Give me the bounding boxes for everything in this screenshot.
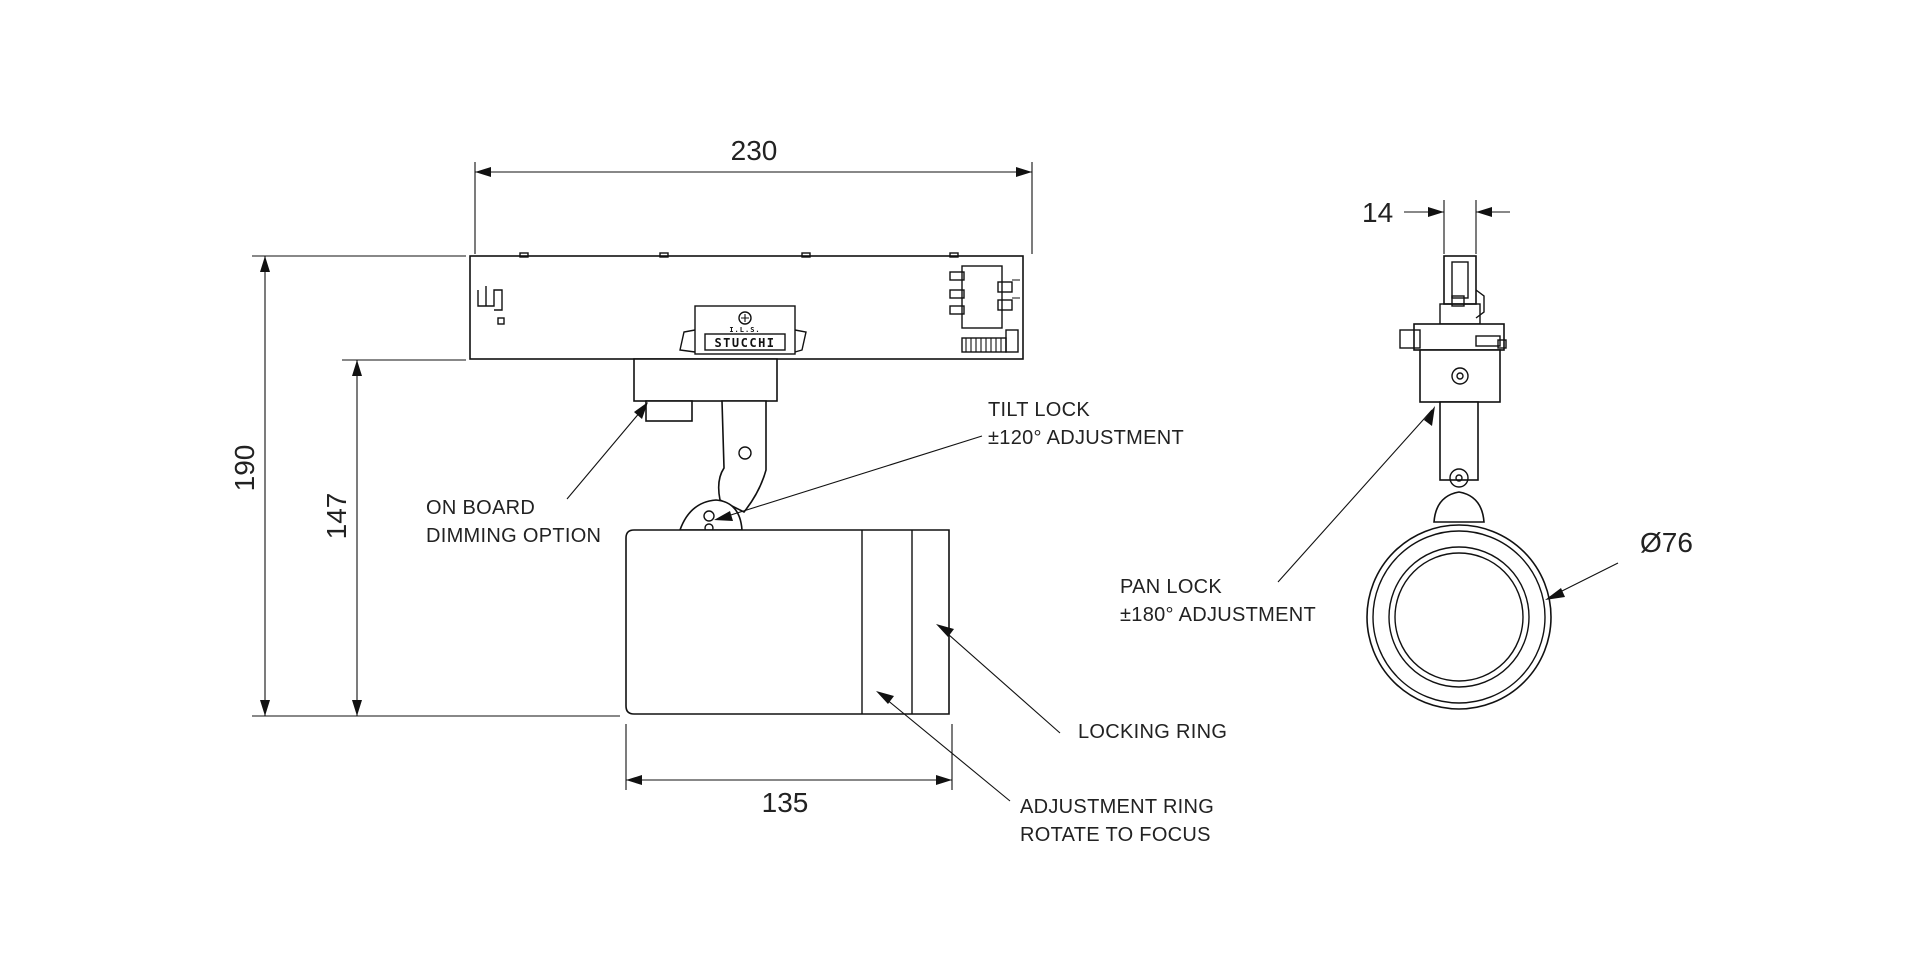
- callout-on-board-dimming: ON BOARD DIMMING OPTION: [426, 402, 648, 547]
- tilt-lock-label-line2: ±120° ADJUSTMENT: [988, 427, 1184, 449]
- front-lens: [1366, 524, 1552, 710]
- tilt-arm: [678, 400, 767, 533]
- pan-lock-label-line1: PAN LOCK: [1120, 576, 1222, 598]
- track-adapter: STUCCHI I.L.S.: [469, 252, 1024, 360]
- on-board-label-line2: DIMMING OPTION: [426, 525, 601, 547]
- dim-diameter-label: Ø76: [1640, 527, 1693, 558]
- dim-body-length: 135: [625, 724, 953, 818]
- brand-name: STUCCHI: [714, 336, 775, 350]
- callout-locking-ring: LOCKING RING: [936, 624, 1227, 743]
- dim-total-width: 230: [474, 135, 1033, 254]
- driver-box: [633, 358, 778, 422]
- adjustment-ring-label-line1: ADJUSTMENT RING: [1020, 796, 1214, 818]
- callout-tilt-lock: TILT LOCK ±120° ADJUSTMENT: [714, 399, 1184, 521]
- dim-diameter: Ø76: [1545, 527, 1693, 600]
- front-stem: [1433, 401, 1485, 523]
- pan-lock-label-line2: ±180° ADJUSTMENT: [1120, 604, 1316, 626]
- spot-body: [625, 529, 950, 715]
- dim-14-label: 14: [1362, 197, 1393, 228]
- dim-height-to-rail: 147: [321, 359, 466, 716]
- front-view: 14 Ø76 PAN LOCK ±180° ADJUSTMENT: [1120, 197, 1693, 710]
- dim-147-label: 147: [321, 493, 352, 540]
- dim-adapter-width: 14: [1362, 197, 1510, 254]
- tilt-lock-label-line1: TILT LOCK: [988, 399, 1090, 421]
- on-board-label-line1: ON BOARD: [426, 497, 535, 519]
- locking-ring-label: LOCKING RING: [1078, 721, 1227, 743]
- side-view: STUCCHI I.L.S.: [229, 135, 1227, 846]
- dim-total-height: 190: [229, 255, 620, 717]
- front-adapter: [1399, 255, 1507, 403]
- callout-pan-lock: PAN LOCK ±180° ADJUSTMENT: [1120, 406, 1435, 626]
- dim-230-label: 230: [731, 135, 778, 166]
- callout-adjustment-ring: ADJUSTMENT RING ROTATE TO FOCUS: [876, 691, 1214, 846]
- dim-190-label: 190: [229, 445, 260, 492]
- dim-135-label: 135: [762, 787, 809, 818]
- brand-tag: I.L.S.: [729, 326, 760, 334]
- adjustment-ring-label-line2: ROTATE TO FOCUS: [1020, 824, 1211, 846]
